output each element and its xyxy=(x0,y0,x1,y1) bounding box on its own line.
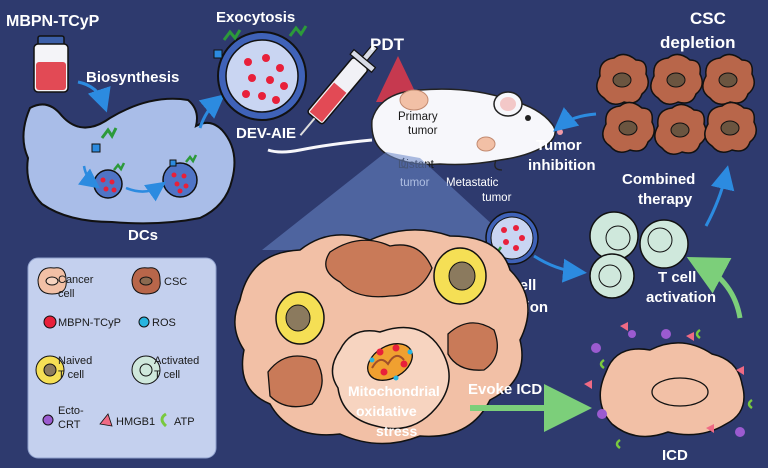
label-dcs: DCs xyxy=(128,227,158,244)
arrow-therapy-to-csc xyxy=(704,165,735,227)
legend-hmgb1-icon xyxy=(99,413,113,427)
label-icd: ICD xyxy=(662,447,688,464)
arrow-dc-internal-1 xyxy=(77,165,100,189)
label-csc-depletion-1: CSC xyxy=(690,9,726,28)
arrow-vial-to-dc xyxy=(77,80,111,113)
receptor-icon xyxy=(91,127,118,153)
legend-naived-1: Naived xyxy=(58,355,92,367)
legend-mbpn-tcyp: MBPN-TCyP xyxy=(58,317,121,329)
legend-mbpn-icon xyxy=(43,315,57,329)
csc-cluster xyxy=(596,53,757,155)
legend-naived-2: T cell xyxy=(58,369,84,381)
label-primary-tumor-2: tumor xyxy=(408,125,438,137)
legend-ros: ROS xyxy=(152,317,176,329)
vesicle-1 xyxy=(93,162,126,199)
tumor-tissue xyxy=(234,229,529,445)
dev-aie-vesicle xyxy=(213,25,308,121)
activated-tcell-cluster xyxy=(589,211,689,299)
legend-cancer-cell-icon xyxy=(37,267,67,295)
legend-csc-icon xyxy=(131,267,161,295)
syringe-icon xyxy=(299,43,379,136)
legend-csc: CSC xyxy=(164,276,187,288)
label-pdt: PDT xyxy=(370,35,405,54)
label-biosynthesis: Biosynthesis xyxy=(86,69,179,86)
legend-ros-icon xyxy=(138,316,150,328)
label-csc-depletion-2: depletion xyxy=(660,33,736,52)
label-dev-aie: DEV-AIE xyxy=(236,125,296,142)
label-evoke-icd: Evoke ICD xyxy=(468,381,542,398)
label-tumor-inhibition-1: Tumor xyxy=(536,137,582,154)
zoom-cone xyxy=(262,152,520,250)
mouse-illustration xyxy=(267,88,563,171)
arrow-dc-internal-2 xyxy=(125,181,167,202)
legend-ecto-2: CRT xyxy=(58,419,81,431)
legend-activated-1: Activated xyxy=(154,355,199,367)
label-combined-therapy-2: therapy xyxy=(638,191,693,208)
legend-atp: ATP xyxy=(174,416,195,428)
label-mito-stress-1: Mitochondrial xyxy=(348,383,440,399)
legend-hmgb1: HMGB1 xyxy=(116,416,155,428)
label-primary-tumor-1: Primary xyxy=(398,111,438,123)
legend-cancer-cell-2: cell xyxy=(58,288,75,300)
label-t-cell-activation-b-1: T cell xyxy=(658,269,696,286)
legend-ecto-1: Ecto- xyxy=(58,405,84,417)
label-t-cell-activation-b-2: activation xyxy=(646,289,716,306)
arrow-vesicle-to-tcell xyxy=(533,254,587,283)
label-mito-stress-2: oxidative xyxy=(356,403,417,419)
arrow-icd-to-tcell xyxy=(686,256,743,319)
legend-atp-icon xyxy=(160,412,168,428)
icd-cell xyxy=(584,322,753,450)
label-combined-therapy-1: Combined xyxy=(622,171,695,188)
legend-naive-tcell-icon xyxy=(35,355,65,385)
legend-cancer-cell-1: Cancer xyxy=(58,274,94,286)
vial-icon xyxy=(33,35,69,93)
legend-panel xyxy=(27,257,217,459)
label-metastatic-tumor-1: Metastatic xyxy=(446,177,499,189)
label-mbpn-tcyp: MBPN-TCyP xyxy=(6,13,100,30)
arrow-csc-to-mouse xyxy=(553,107,597,132)
vesicle-2 xyxy=(162,154,198,198)
arrow-dc-to-exocytosis xyxy=(198,94,225,129)
legend-activated-tcell-icon xyxy=(131,355,161,385)
label-exocytosis: Exocytosis xyxy=(216,9,295,26)
legend-ecto-crt-icon xyxy=(42,414,54,426)
legend-activated-2: T cell xyxy=(154,369,180,381)
label-mito-stress-3: stress xyxy=(376,423,417,439)
label-tumor-inhibition-2: inhibition xyxy=(528,157,595,174)
label-metastatic-tumor-2: tumor xyxy=(482,192,512,204)
